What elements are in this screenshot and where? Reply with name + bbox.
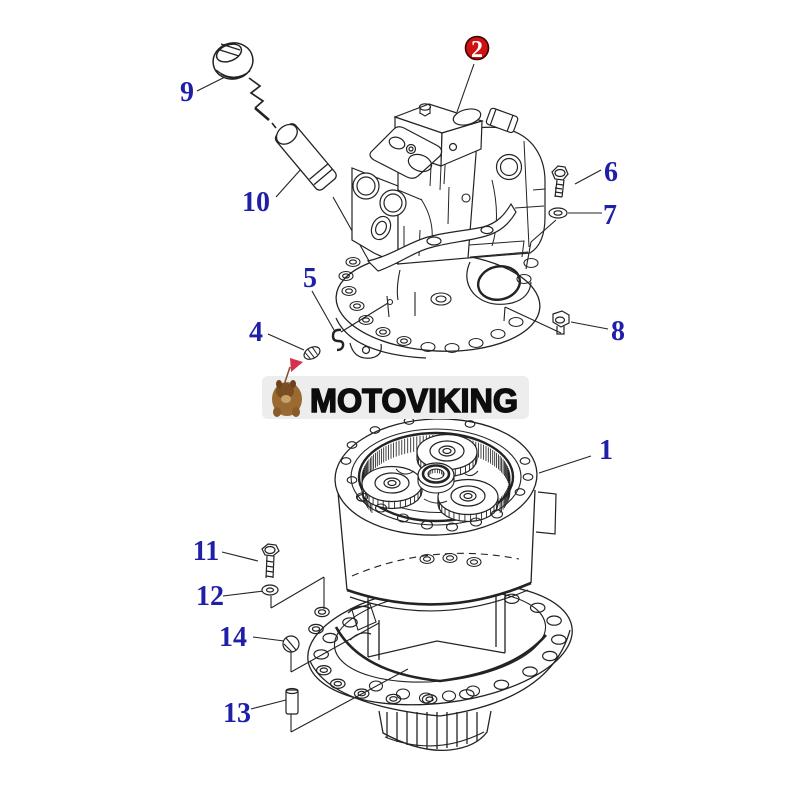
svg-text:8: 8	[611, 316, 625, 347]
svg-text:6: 6	[604, 157, 618, 188]
svg-text:9: 9	[180, 77, 194, 108]
svg-text:5: 5	[303, 263, 317, 294]
svg-text:10: 10	[242, 187, 270, 218]
svg-text:12: 12	[196, 581, 224, 612]
svg-text:13: 13	[223, 698, 251, 729]
svg-text:1: 1	[599, 435, 613, 466]
svg-text:MOTOVIKING: MOTOVIKING	[310, 382, 518, 419]
svg-text:11: 11	[193, 536, 219, 567]
svg-text:7: 7	[603, 200, 617, 231]
svg-text:14: 14	[219, 622, 247, 653]
svg-text:4: 4	[249, 317, 263, 348]
svg-text:2: 2	[471, 37, 483, 63]
